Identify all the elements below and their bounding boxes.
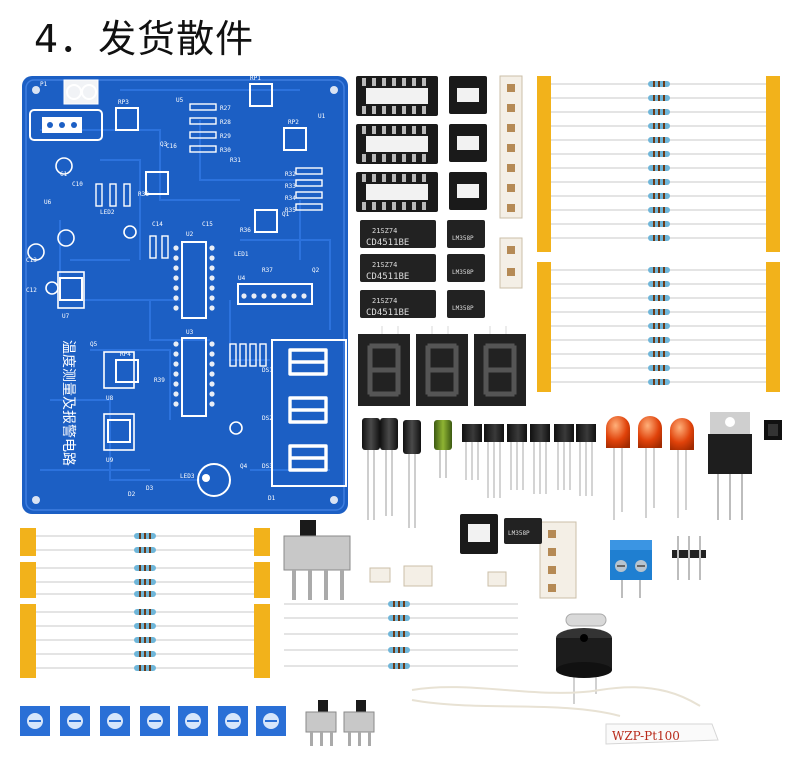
pcb-label-r34: R34: [285, 195, 296, 202]
screw-terminal: [610, 540, 652, 598]
pcb-label-u1: U1: [318, 113, 326, 120]
pcb-label-rp3: RP3: [118, 99, 129, 106]
pcb-label-u4: U4: [238, 275, 246, 282]
white-connectors: [369, 75, 577, 599]
resistor-strip-left: [20, 528, 270, 678]
resistor-strip-right: [537, 76, 780, 392]
voltage-regulator: [708, 412, 752, 520]
pcb-label-r38: R38: [138, 191, 149, 198]
pcb-label-ds2: DS2: [262, 415, 273, 422]
chip-stock-2: 21SZ74: [372, 261, 397, 269]
pcb-label-led1: LED1: [234, 251, 249, 258]
crystal: [565, 613, 607, 627]
pcb-label-r35: R35: [285, 207, 296, 214]
buzzer: [556, 628, 612, 704]
red-leds: [606, 416, 694, 520]
pcb-label-u7: U7: [62, 313, 70, 320]
chip-lm358-1: LM358P: [452, 235, 474, 242]
pcb-label-c1: C1: [60, 171, 68, 178]
pcb-label-rp1: RP1: [250, 75, 261, 82]
pcb-label-r32: R32: [285, 171, 296, 178]
pcb-label-q4: Q4: [240, 463, 248, 470]
pcb-label-u8: U8: [106, 395, 114, 402]
pcb-board-title: 温度测量及报警电路: [60, 340, 76, 466]
pcb-label-u5: U5: [176, 97, 184, 104]
pcb-label-r33: R33: [285, 183, 296, 190]
pcb-label-c16: C16: [166, 143, 177, 150]
seven-segment-displays: [358, 326, 526, 406]
pcb-label-u6: U6: [44, 199, 52, 206]
chip-label-3: CD4511BE: [366, 308, 409, 318]
jumper-cap: [764, 420, 782, 440]
pcb-label-r36: R36: [240, 227, 251, 234]
pcb-label-q1: Q1: [282, 211, 290, 218]
pcb-label-led3: LED3: [180, 473, 195, 480]
pcb-label-c12: C12: [26, 287, 37, 294]
pcb-label-u3: U3: [186, 329, 194, 336]
pcb-label-rp2: RP2: [288, 119, 299, 126]
pcb-label-u2: U2: [186, 231, 194, 238]
probe-label: WZP-Pt100: [612, 729, 680, 743]
pcb-label-c10: C10: [72, 181, 83, 188]
chip-label-2: CD4511BE: [366, 272, 409, 282]
pcb-label-c15: C15: [202, 221, 213, 228]
trimmer-potentiometers: [20, 706, 286, 736]
pcb-label-r37: R37: [262, 267, 273, 274]
pcb-label-q3: Q3: [160, 141, 168, 148]
chip-stock-1: 21SZ74: [372, 227, 397, 235]
pcb-label-d3: D3: [146, 485, 154, 492]
pcb-label-r30: R30: [220, 147, 231, 154]
pcb-label-c14: C14: [152, 221, 163, 228]
pcb-label-q5: Q5: [90, 341, 98, 348]
chip-lm358-3: LM358P: [452, 305, 474, 312]
electrolytic-capacitors: [362, 418, 452, 528]
chip-lm358-2: LM358P: [452, 269, 474, 276]
pcb-label-d2: D2: [128, 491, 136, 498]
slide-switches: [283, 520, 375, 746]
pin-header: [672, 536, 706, 580]
pcb-board: P1 C1 R27 R28 R29 R30 R31 R32 R33 R34 R3…: [22, 75, 348, 514]
pcb-label-d1: D1: [268, 495, 276, 502]
pcb-label-r28: R28: [220, 119, 231, 126]
pcb-label-ds3: DS3: [262, 463, 273, 470]
transistors: [462, 424, 596, 498]
pcb-label-u9: U9: [106, 457, 114, 464]
page-title: 4．发货散件: [34, 17, 255, 61]
pcb-label-r27: R27: [220, 105, 231, 112]
pcb-label-ds1: DS1: [262, 367, 273, 374]
pcb-label-r39: R39: [154, 377, 165, 384]
pcb-label-led2: LED2: [100, 209, 115, 216]
pt100-probe: WZP-Pt100: [411, 686, 719, 745]
chip-stock-3: 21SZ74: [372, 297, 397, 305]
pcb-label-p1: P1: [40, 81, 48, 88]
pcb-label-r31: R31: [230, 157, 241, 164]
pcb-label-c13: C13: [26, 257, 37, 264]
ic-sockets: [356, 76, 487, 212]
pcb-label-r29: R29: [220, 133, 231, 140]
pcb-label-rp4: RP4: [120, 351, 131, 358]
chip-lm358-4: LM358P: [508, 530, 530, 537]
chip-label-1: CD4511BE: [366, 238, 409, 248]
small-socket: [460, 514, 498, 554]
pcb-label-q2: Q2: [312, 267, 320, 274]
loose-resistors: [284, 601, 518, 669]
